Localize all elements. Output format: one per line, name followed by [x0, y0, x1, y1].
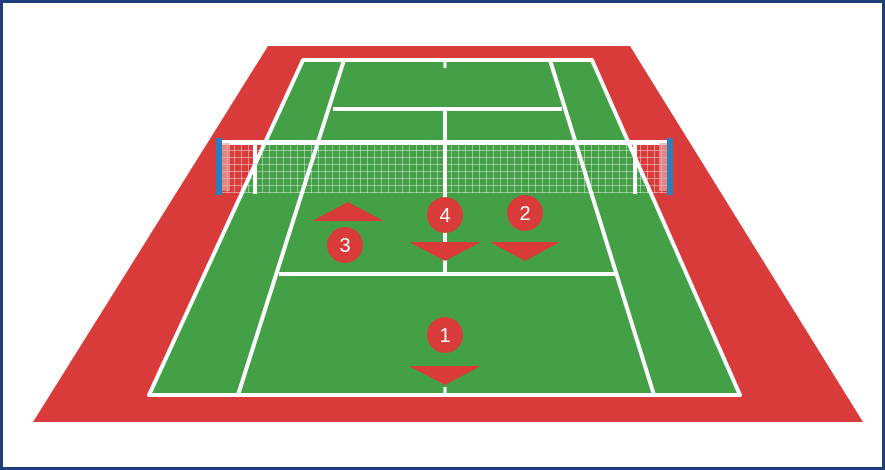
singles-stick-right [633, 140, 637, 194]
tennis-court-diagram: 1 2 3 4 [3, 3, 882, 467]
marker-label: 1 [439, 325, 450, 347]
net-post-right-base [659, 143, 667, 191]
net-post-left [216, 138, 222, 195]
net [216, 138, 673, 195]
marker-label: 4 [439, 205, 450, 227]
singles-stick-left [253, 140, 257, 194]
marker-label: 3 [339, 235, 350, 257]
marker-label: 2 [519, 203, 530, 225]
net-strap [443, 143, 447, 193]
net-post-left-base [222, 143, 230, 191]
net-post-right [667, 138, 673, 195]
